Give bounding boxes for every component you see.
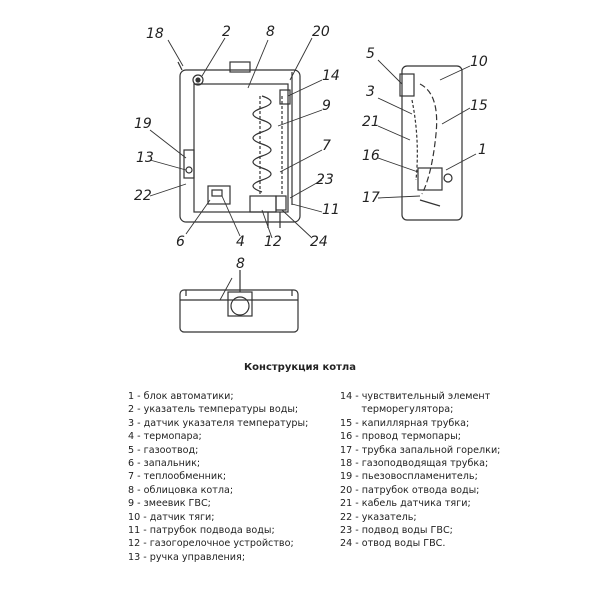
legend-item: 5 - газоотвод; [128, 444, 199, 456]
legend-item: 2 - указатель температуры воды; [128, 404, 299, 416]
side-view [399, 65, 463, 221]
boiler-casing-side [401, 65, 463, 221]
callout-2: 2 [222, 24, 231, 40]
legend-item: 20 - патрубок отвода воды; [340, 484, 480, 496]
callout-11: 11 [322, 202, 340, 218]
legend-item: 6 - запальник; [128, 458, 201, 470]
temperature-gauge [192, 74, 204, 86]
legend-right: 14 - чувствительный элемент терморегулят… [340, 390, 580, 551]
legend-item: 9 - змеевик ГВС; [128, 498, 211, 510]
legend-item: 19 - пьезовоспламенитель; [340, 471, 478, 483]
callout-20: 20 [312, 24, 330, 40]
boiler-diagram: 18 2 8 20 14 9 19 13 22 7 23 11 6 4 12 2… [134, 24, 488, 333]
callout-1: 1 [478, 142, 487, 158]
callout-18: 18 [146, 26, 164, 42]
draft-sensor-cable [419, 83, 438, 195]
callout-19: 19 [134, 116, 152, 132]
legend-item: 18 - газоподводящая трубка; [340, 458, 489, 470]
side-leader-lines [377, 59, 477, 199]
callout-10: 10 [470, 54, 488, 70]
callout-24: 24 [310, 234, 328, 250]
legend-item: 21 - кабель датчика тяги; [340, 498, 471, 510]
callout-3: 3 [366, 84, 375, 100]
automation-unit [417, 167, 443, 191]
legend-item: 24 - отвод воды ГВС. [340, 538, 446, 550]
callout-8: 8 [266, 24, 275, 40]
callout-23: 23 [316, 172, 334, 188]
front-leader-lines [149, 37, 323, 239]
thermostat-sensor [279, 89, 291, 105]
boiler-casing-top [179, 289, 299, 333]
legend-left: 1 - блок автоматики; 2 - указатель темпе… [128, 390, 338, 564]
legend-item: 12 - газогорелочное устройство; [128, 538, 294, 550]
legend-item: 4 - термопара; [128, 431, 202, 443]
callout-9: 9 [322, 98, 331, 114]
diagram-caption: Конструкция котла [244, 362, 356, 373]
callout-21: 21 [362, 114, 380, 130]
callout-4: 4 [236, 234, 245, 250]
callout-22: 22 [134, 188, 152, 204]
callout-5: 5 [366, 46, 375, 62]
callout-15: 15 [470, 98, 488, 114]
callout-14: 14 [322, 68, 340, 84]
legend-item: 13 - ручка управления; [128, 551, 246, 563]
legend-item: 16 - провод термопары; [340, 431, 461, 443]
callout-top-8: 8 [236, 256, 245, 272]
legend-item: 14 - чувствительный элемент терморегулят… [340, 391, 491, 416]
legend-item: 8 - облицовка котла; [128, 484, 234, 496]
callout-16: 16 [362, 148, 380, 164]
control-unit [207, 185, 231, 205]
boiler-inner-panel [193, 83, 289, 213]
legend-item: 15 - капиллярная трубка; [340, 417, 470, 429]
legend-item: 11 - патрубок подвода воды; [128, 525, 275, 537]
legend-item: 17 - трубка запальной горелки; [340, 444, 501, 456]
front-view [177, 61, 301, 228]
legend-item: 10 - датчик тяги; [128, 511, 215, 523]
callout-13: 13 [136, 150, 154, 166]
callout-7: 7 [322, 138, 331, 154]
boiler-casing-front [179, 69, 301, 223]
gas-supply-pipe [177, 61, 183, 71]
legend-item: 1 - блок автоматики; [128, 391, 234, 402]
control-handle [183, 149, 195, 179]
top-view [179, 270, 299, 333]
top-flue-outlet [229, 61, 251, 73]
legend-item: 23 - подвод воды ГВС; [340, 525, 453, 537]
legend-item: 7 - теплообменник; [128, 471, 227, 483]
gas-burner [249, 195, 277, 213]
heat-exchanger-coil [252, 95, 272, 193]
legend-item: 3 - датчик указателя температуры; [128, 417, 309, 429]
callout-6: 6 [176, 234, 185, 250]
callout-17: 17 [362, 190, 380, 206]
callout-12: 12 [264, 234, 282, 250]
legend-item: 22 - указатель; [340, 511, 417, 523]
